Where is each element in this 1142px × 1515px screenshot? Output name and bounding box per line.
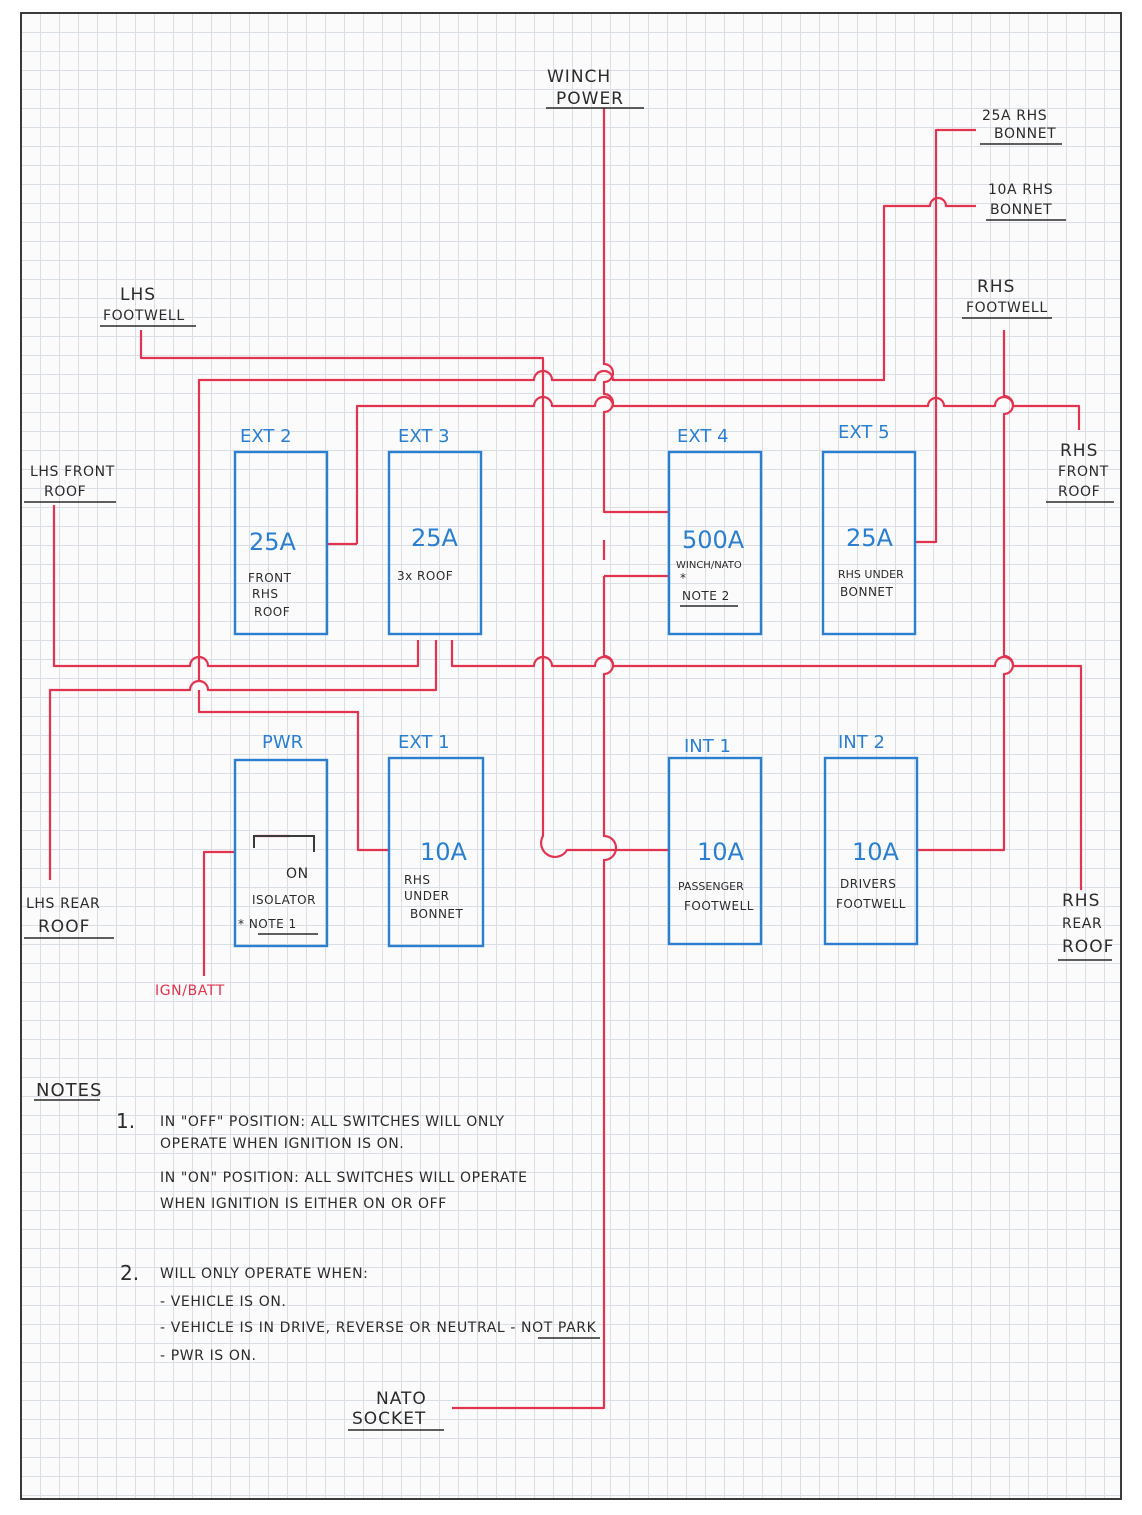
switch-int-1: INT 1 10A PASSENGER FOOTWELL — [667, 736, 763, 946]
svg-text:- VEHICLE IS IN DRIVE, REVERSE: - VEHICLE IS IN DRIVE, REVERSE OR NEUTRA… — [160, 1320, 597, 1336]
switch-int-2: INT 2 10A DRIVERS FOOTWELL — [823, 732, 919, 946]
label-rhs-footwell: RHS FOOTWELL — [962, 277, 1052, 319]
svg-text:RHS UNDER: RHS UNDER — [838, 568, 904, 581]
svg-text:*: * — [680, 571, 687, 585]
switch-ext-1: EXT 1 10A RHS UNDER BONNET — [387, 732, 485, 948]
svg-text:FOOTWELL: FOOTWELL — [966, 300, 1048, 316]
svg-text:10A: 10A — [852, 838, 900, 866]
winch-power-trunk — [452, 108, 668, 1410]
notes-section: NOTES 1. IN "OFF" POSITION: ALL SWITCHES… — [34, 1080, 600, 1364]
switch-ext-3: EXT 3 25A 3x ROOF — [387, 426, 483, 636]
svg-text:ROOF: ROOF — [44, 484, 86, 500]
svg-text:LHS REAR: LHS REAR — [26, 896, 100, 912]
svg-text:EXT 1: EXT 1 — [398, 732, 450, 753]
svg-text:25A RHS: 25A RHS — [982, 108, 1047, 124]
wire-lhs-footwell — [139, 330, 668, 858]
wire-ext1 — [197, 690, 390, 852]
svg-text:RHS: RHS — [977, 277, 1015, 297]
svg-text:25A: 25A — [249, 528, 297, 556]
svg-text:UNDER: UNDER — [404, 889, 449, 903]
svg-text:WILL ONLY OPERATE WHEN:: WILL ONLY OPERATE WHEN: — [160, 1266, 368, 1282]
svg-text:FRONT: FRONT — [248, 571, 292, 585]
svg-text:RHS: RHS — [404, 873, 430, 887]
svg-text:RHS: RHS — [1062, 891, 1100, 911]
notes-title: NOTES — [36, 1080, 102, 1101]
label-rhs-rear-roof: RHS REAR ROOF — [1058, 891, 1114, 961]
svg-text:FOOTWELL: FOOTWELL — [684, 899, 754, 913]
label-10a-rhs-bonnet: 10A RHS BONNET — [986, 182, 1066, 221]
svg-text:10A RHS: 10A RHS — [988, 182, 1053, 198]
svg-text:* NOTE 1: * NOTE 1 — [238, 917, 297, 931]
svg-text:RHS: RHS — [1060, 441, 1098, 461]
label-rhs-front-roof: RHS FRONT ROOF — [1046, 441, 1114, 503]
svg-text:LHS FRONT: LHS FRONT — [30, 464, 115, 480]
wiring — [48, 108, 1083, 1410]
svg-text:3x ROOF: 3x ROOF — [397, 569, 453, 583]
svg-text:DRIVERS: DRIVERS — [840, 877, 896, 891]
svg-text:10A: 10A — [697, 838, 745, 866]
svg-text:ROOF: ROOF — [1058, 484, 1100, 500]
svg-text:FRONT: FRONT — [1058, 464, 1109, 480]
svg-text:EXT 3: EXT 3 — [398, 426, 450, 447]
svg-text:BONNET: BONNET — [410, 907, 464, 921]
svg-text:BONNET: BONNET — [994, 126, 1056, 142]
wire-roof-bus — [52, 505, 1083, 890]
label-lhs-front-roof: LHS FRONT ROOF — [24, 464, 116, 503]
switch-ext-5: EXT 5 25A RHS UNDER BONNET — [821, 422, 917, 636]
svg-text:ON: ON — [286, 866, 309, 882]
svg-text:ROOF: ROOF — [1062, 937, 1114, 957]
svg-text:10A: 10A — [420, 838, 468, 866]
wire-25a-rhs-bonnet — [914, 128, 976, 544]
label-winch-power: WINCH POWER — [546, 67, 644, 109]
wire-ign-batt — [202, 850, 236, 976]
svg-text:- PWR IS ON.: - PWR IS ON. — [160, 1348, 257, 1364]
svg-text:ISOLATOR: ISOLATOR — [252, 893, 316, 907]
svg-text:EXT 2: EXT 2 — [240, 426, 292, 447]
svg-text:BONNET: BONNET — [840, 585, 894, 599]
svg-text:WHEN IGNITION IS EITHER ON OR: WHEN IGNITION IS EITHER ON OR OFF — [160, 1196, 447, 1212]
note-1-number: 1. — [116, 1109, 135, 1133]
label-25a-rhs-bonnet: 25A RHS BONNET — [980, 108, 1062, 145]
svg-text:INT 2: INT 2 — [838, 732, 885, 753]
svg-text:LHS: LHS — [120, 285, 156, 305]
svg-text:OPERATE WHEN IGNITION IS ON.: OPERATE WHEN IGNITION IS ON. — [160, 1136, 404, 1152]
switch-ext-2: EXT 2 25A FRONT RHS ROOF — [233, 426, 329, 636]
svg-text:INT 1: INT 1 — [684, 736, 731, 757]
svg-text:25A: 25A — [411, 524, 459, 552]
svg-text:FOOTWELL: FOOTWELL — [836, 897, 906, 911]
svg-text:NATO: NATO — [376, 1389, 427, 1409]
switch-pwr: PWR ON ISOLATOR * NOTE 1 — [233, 732, 329, 948]
switch-ext-4: EXT 4 500A WINCH/NATO * NOTE 2 — [667, 426, 763, 636]
svg-text:IN "ON" POSITION: ALL SWITCHES: IN "ON" POSITION: ALL SWITCHES WILL OPER… — [160, 1170, 528, 1186]
svg-text:- VEHICLE IS ON.: - VEHICLE IS ON. — [160, 1294, 286, 1310]
svg-text:NOTE 2: NOTE 2 — [682, 589, 730, 603]
svg-text:WINCH: WINCH — [547, 67, 611, 87]
label-ign-batt: IGN/BATT — [155, 983, 225, 999]
svg-text:PASSENGER: PASSENGER — [678, 880, 744, 893]
svg-text:EXT 4: EXT 4 — [677, 426, 729, 447]
svg-text:ROOF: ROOF — [38, 917, 90, 937]
note-2-number: 2. — [120, 1261, 139, 1285]
label-lhs-footwell: LHS FOOTWELL — [100, 285, 196, 327]
svg-text:25A: 25A — [846, 524, 894, 552]
isolator-toggle — [253, 835, 315, 852]
svg-text:BONNET: BONNET — [990, 202, 1052, 218]
svg-text:ROOF: ROOF — [254, 605, 290, 619]
svg-text:RHS: RHS — [252, 587, 278, 601]
svg-text:EXT 5: EXT 5 — [838, 422, 890, 443]
svg-text:POWER: POWER — [556, 89, 624, 109]
svg-text:REAR: REAR — [1062, 916, 1102, 932]
svg-text:SOCKET: SOCKET — [352, 1409, 426, 1429]
svg-text:IN "OFF" POSITION: ALL SWITCHE: IN "OFF" POSITION: ALL SWITCHES WILL ONL… — [160, 1114, 505, 1130]
svg-text:500A: 500A — [682, 526, 745, 554]
wire-rhs-footwell — [916, 330, 1015, 852]
svg-text:FOOTWELL: FOOTWELL — [103, 308, 185, 324]
svg-text:PWR: PWR — [262, 732, 303, 753]
label-lhs-rear-roof: LHS REAR ROOF — [24, 896, 114, 939]
wire-lhs-rear-roof — [48, 640, 438, 880]
wire-front-roof-bus — [328, 395, 1081, 546]
label-nato-socket: NATO SOCKET — [348, 1389, 444, 1431]
svg-text:WINCH/NATO: WINCH/NATO — [676, 560, 742, 571]
